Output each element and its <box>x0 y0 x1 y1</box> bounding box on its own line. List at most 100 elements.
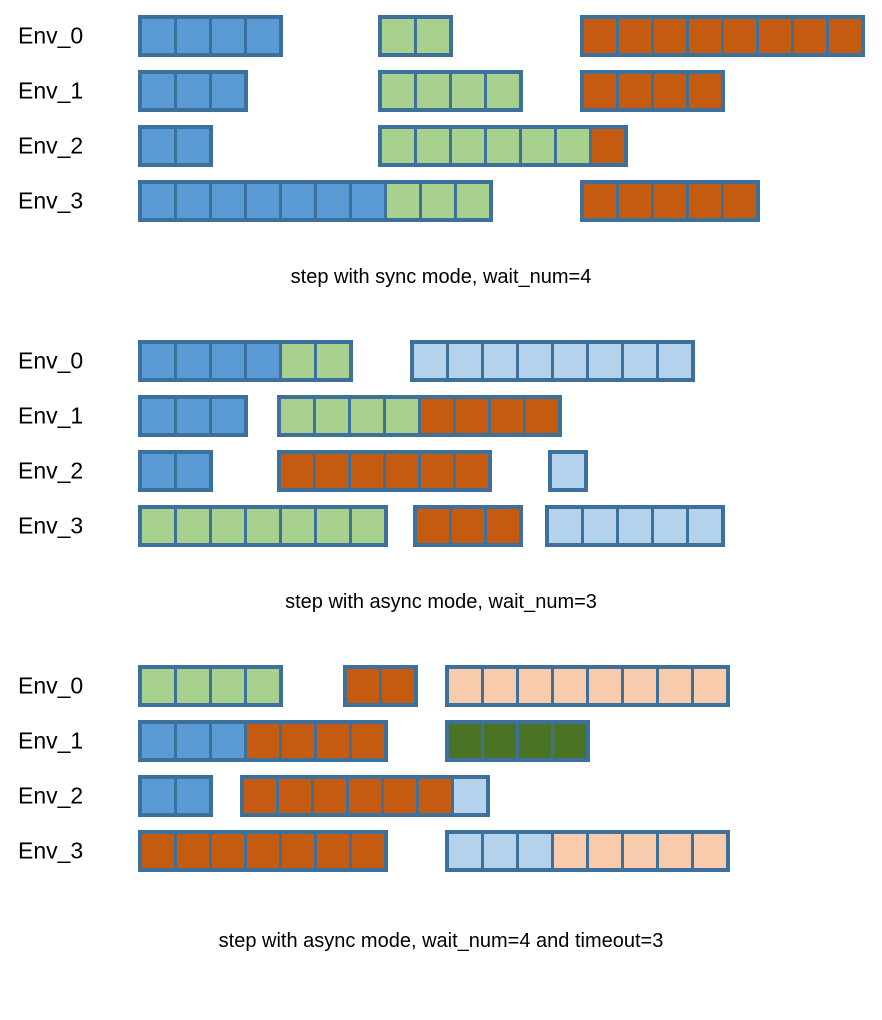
timeline-cell-green[interactable] <box>142 669 174 703</box>
timeline-cell-dark-green[interactable] <box>519 724 551 758</box>
timeline-cell-blue[interactable] <box>142 19 174 53</box>
timeline-segment[interactable] <box>138 775 213 817</box>
timeline-cell-green[interactable] <box>417 129 449 163</box>
timeline-cell-orange[interactable] <box>142 834 174 868</box>
timeline-cell-orange[interactable] <box>724 184 756 218</box>
timeline-cell-light-blue[interactable] <box>414 344 446 378</box>
timeline-cell-orange[interactable] <box>281 454 313 488</box>
timeline-segment[interactable] <box>240 775 490 817</box>
timeline-segment[interactable] <box>445 665 730 707</box>
timeline-cell-blue[interactable] <box>212 724 244 758</box>
timeline-cell-orange[interactable] <box>654 19 686 53</box>
timeline-cell-green[interactable] <box>317 344 349 378</box>
timeline-cell-dark-green[interactable] <box>484 724 516 758</box>
timeline-cell-peach[interactable] <box>589 669 621 703</box>
timeline-cell-green[interactable] <box>177 509 209 543</box>
timeline-cell-peach[interactable] <box>484 669 516 703</box>
timeline-cell-blue[interactable] <box>317 184 349 218</box>
timeline-cell-orange[interactable] <box>619 74 651 108</box>
timeline-cell-light-blue[interactable] <box>449 834 481 868</box>
timeline-cell-orange[interactable] <box>386 454 418 488</box>
timeline-cell-green[interactable] <box>452 74 484 108</box>
timeline-segment[interactable] <box>138 505 388 547</box>
timeline-cell-blue[interactable] <box>177 454 209 488</box>
timeline-segment[interactable] <box>378 125 628 167</box>
timeline-cell-dark-green[interactable] <box>554 724 586 758</box>
timeline-cell-light-blue[interactable] <box>519 344 551 378</box>
timeline-cell-orange[interactable] <box>654 74 686 108</box>
timeline-cell-orange[interactable] <box>491 399 523 433</box>
timeline-cell-orange[interactable] <box>382 669 414 703</box>
timeline-cell-peach[interactable] <box>624 834 656 868</box>
timeline-cell-orange[interactable] <box>352 724 384 758</box>
timeline-cell-orange[interactable] <box>829 19 861 53</box>
timeline-cell-orange[interactable] <box>452 509 484 543</box>
timeline-cell-blue[interactable] <box>177 129 209 163</box>
timeline-cell-green[interactable] <box>177 669 209 703</box>
timeline-cell-light-blue[interactable] <box>449 344 481 378</box>
timeline-cell-orange[interactable] <box>177 834 209 868</box>
timeline-cell-green[interactable] <box>281 399 313 433</box>
timeline-cell-orange[interactable] <box>654 184 686 218</box>
timeline-cell-peach[interactable] <box>659 669 691 703</box>
timeline-segment[interactable] <box>580 70 725 112</box>
timeline-cell-peach[interactable] <box>694 669 726 703</box>
timeline-cell-blue[interactable] <box>142 779 174 813</box>
timeline-cell-green[interactable] <box>352 509 384 543</box>
timeline-cell-peach[interactable] <box>624 669 656 703</box>
timeline-cell-orange[interactable] <box>347 669 379 703</box>
timeline-segment[interactable] <box>413 505 523 547</box>
timeline-cell-blue[interactable] <box>177 779 209 813</box>
timeline-cell-blue[interactable] <box>212 19 244 53</box>
timeline-cell-orange[interactable] <box>619 184 651 218</box>
timeline-cell-light-blue[interactable] <box>624 344 656 378</box>
timeline-cell-orange[interactable] <box>247 834 279 868</box>
timeline-cell-peach[interactable] <box>519 669 551 703</box>
timeline-cell-green[interactable] <box>386 399 418 433</box>
timeline-segment[interactable] <box>343 665 418 707</box>
timeline-segment[interactable] <box>138 180 493 222</box>
timeline-segment[interactable] <box>138 395 248 437</box>
timeline-cell-light-blue[interactable] <box>654 509 686 543</box>
timeline-cell-blue[interactable] <box>142 724 174 758</box>
timeline-cell-blue[interactable] <box>177 19 209 53</box>
timeline-segment[interactable] <box>138 450 213 492</box>
timeline-cell-orange[interactable] <box>421 454 453 488</box>
timeline-cell-orange[interactable] <box>689 19 721 53</box>
timeline-cell-orange[interactable] <box>244 779 276 813</box>
timeline-cell-blue[interactable] <box>212 344 244 378</box>
timeline-segment[interactable] <box>138 665 283 707</box>
timeline-cell-orange[interactable] <box>279 779 311 813</box>
timeline-cell-orange[interactable] <box>421 399 453 433</box>
timeline-cell-blue[interactable] <box>177 74 209 108</box>
timeline-cell-orange[interactable] <box>592 129 624 163</box>
timeline-segment[interactable] <box>277 450 492 492</box>
timeline-cell-blue[interactable] <box>247 184 279 218</box>
timeline-cell-green[interactable] <box>282 509 314 543</box>
timeline-segment[interactable] <box>138 830 388 872</box>
timeline-cell-orange[interactable] <box>352 834 384 868</box>
timeline-cell-light-blue[interactable] <box>689 509 721 543</box>
timeline-cell-orange[interactable] <box>456 399 488 433</box>
timeline-segment[interactable] <box>277 395 562 437</box>
timeline-cell-blue[interactable] <box>142 129 174 163</box>
timeline-segment[interactable] <box>410 340 695 382</box>
timeline-cell-peach[interactable] <box>554 669 586 703</box>
timeline-cell-orange[interactable] <box>456 454 488 488</box>
timeline-cell-green[interactable] <box>487 129 519 163</box>
timeline-cell-dark-green[interactable] <box>449 724 481 758</box>
timeline-segment[interactable] <box>378 70 523 112</box>
timeline-cell-blue[interactable] <box>142 74 174 108</box>
timeline-cell-orange[interactable] <box>794 19 826 53</box>
timeline-cell-blue[interactable] <box>282 184 314 218</box>
timeline-cell-orange[interactable] <box>316 454 348 488</box>
timeline-cell-light-blue[interactable] <box>584 509 616 543</box>
timeline-cell-orange[interactable] <box>584 19 616 53</box>
timeline-cell-light-blue[interactable] <box>659 344 691 378</box>
timeline-cell-orange[interactable] <box>317 724 349 758</box>
timeline-cell-peach[interactable] <box>589 834 621 868</box>
timeline-cell-green[interactable] <box>487 74 519 108</box>
timeline-cell-blue[interactable] <box>212 184 244 218</box>
timeline-cell-light-blue[interactable] <box>484 834 516 868</box>
timeline-cell-light-blue[interactable] <box>484 344 516 378</box>
